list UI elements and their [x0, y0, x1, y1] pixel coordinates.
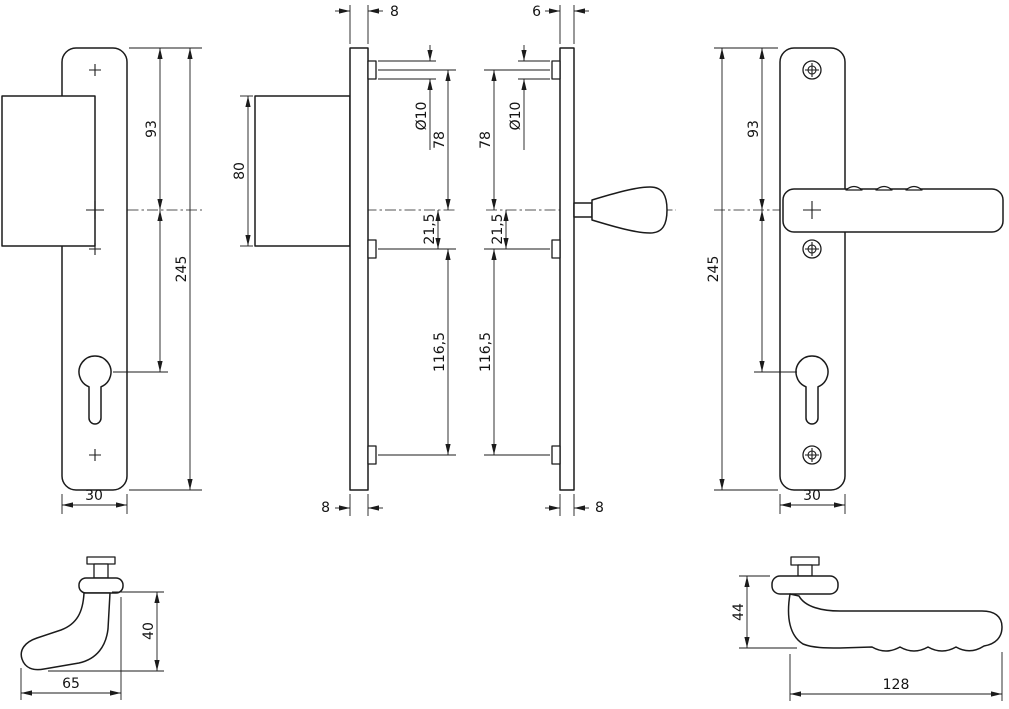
handle-hub-cross: [803, 201, 821, 219]
dim-label-21-5: 21,5: [422, 213, 438, 244]
view-handle-profile-small: 40 65: [20, 556, 164, 700]
dim-label-21-5: 21,5: [490, 213, 506, 244]
dim-label-8-bottom: 8: [321, 500, 330, 516]
dimension-30: 30: [780, 488, 845, 508]
dim-label-65: 65: [62, 676, 80, 692]
dim-label-128: 128: [883, 677, 910, 693]
dim-label-8-top: 8: [390, 4, 399, 20]
dimension-93: 93: [746, 48, 765, 210]
dimension-245: 245: [706, 48, 725, 490]
handle-grip-end-view: [591, 186, 668, 234]
dim-label-78: 78: [478, 131, 494, 149]
dim-label-6-top: 6: [532, 4, 541, 20]
handle-grip-profile: [20, 592, 111, 671]
lever-grip-profile: [787, 593, 1003, 652]
dim-label-40: 40: [141, 622, 157, 640]
dimension-8-bottom: 8: [545, 500, 604, 516]
lever-grip-notches: [845, 185, 923, 191]
dim-label-245: 245: [174, 256, 190, 283]
dim-label-44: 44: [731, 603, 747, 621]
handle-collar: [771, 575, 839, 595]
handle-collar: [78, 577, 124, 594]
view-backplate-inner-side: 8 80 Ø10 78 21,5 116,5 8: [232, 4, 456, 516]
euro-cylinder-keyhole: [78, 355, 112, 425]
dimension-116-5: 116,5: [478, 249, 497, 455]
view-lever-profile-large: 44 128: [731, 556, 1003, 701]
fixing-bosses: [367, 60, 377, 465]
extension-lines: [240, 5, 456, 516]
backplate-strip: [349, 47, 369, 491]
dimension-78: 78: [478, 70, 497, 210]
dim-label-93: 93: [144, 120, 160, 138]
fixing-screws: [802, 60, 822, 465]
backplate-strip: [559, 47, 575, 491]
dimension-80: 80: [232, 96, 251, 246]
view-backplate-outer-side: 6 Ø10 78 21,5 116,5 8: [478, 4, 676, 516]
view-backplate-inner-front: 93 245 30: [1, 47, 202, 514]
backplate-outline: [779, 47, 846, 491]
dimension-boss-diameter: Ø10: [508, 45, 527, 150]
dimension-245: 245: [174, 48, 193, 490]
dimension-21-5: 21,5: [422, 210, 441, 249]
dimension-78: 78: [432, 70, 451, 210]
dim-label-116-5: 116,5: [478, 332, 494, 372]
dim-label-dia10: Ø10: [508, 102, 524, 131]
dimension-40: 40: [141, 592, 160, 671]
dimension-21-5: 21,5: [490, 210, 509, 249]
spindle-cap: [790, 556, 820, 566]
screw-top: [802, 60, 822, 80]
extension-lines: [739, 575, 1003, 701]
dim-label-8-bottom: 8: [595, 500, 604, 516]
dimension-30: 30: [62, 488, 127, 508]
dim-label-116-5: 116,5: [432, 332, 448, 372]
dim-label-245: 245: [706, 256, 722, 283]
dimension-boss-diameter: Ø10: [414, 45, 433, 150]
dimension-8-top: 8: [335, 4, 399, 20]
dimension-6-top: 6: [532, 4, 589, 20]
fixing-bosses: [551, 60, 561, 465]
dim-label-30: 30: [803, 488, 821, 504]
dim-label-30: 30: [85, 488, 103, 504]
spindle-cap: [86, 556, 116, 565]
euro-cylinder-keyhole: [795, 355, 829, 425]
handle-fixing-block: [1, 95, 96, 247]
hole-cross-marks: [86, 64, 104, 461]
extension-lines: [714, 47, 846, 514]
dimension-116-5: 116,5: [432, 249, 451, 455]
screw-middle: [802, 239, 822, 259]
spindle-stem: [93, 563, 109, 579]
dim-label-78: 78: [432, 131, 448, 149]
dim-label-80: 80: [232, 162, 248, 180]
dim-label-dia10: Ø10: [414, 102, 430, 131]
screw-bottom: [802, 445, 822, 465]
dim-label-93: 93: [746, 120, 762, 138]
dimension-93: 93: [144, 48, 163, 210]
view-backplate-outer-front: 93 245 30: [706, 47, 1004, 514]
lever-handle: [782, 188, 1004, 233]
handle-fixing-block-side: [254, 95, 351, 247]
dimension-8-bottom: 8: [321, 500, 383, 516]
dimension-128: 128: [790, 677, 1002, 697]
dimension-65: 65: [21, 676, 121, 696]
handle-neck: [573, 202, 593, 218]
spindle-stem: [797, 564, 813, 577]
dimension-44: 44: [731, 576, 750, 648]
